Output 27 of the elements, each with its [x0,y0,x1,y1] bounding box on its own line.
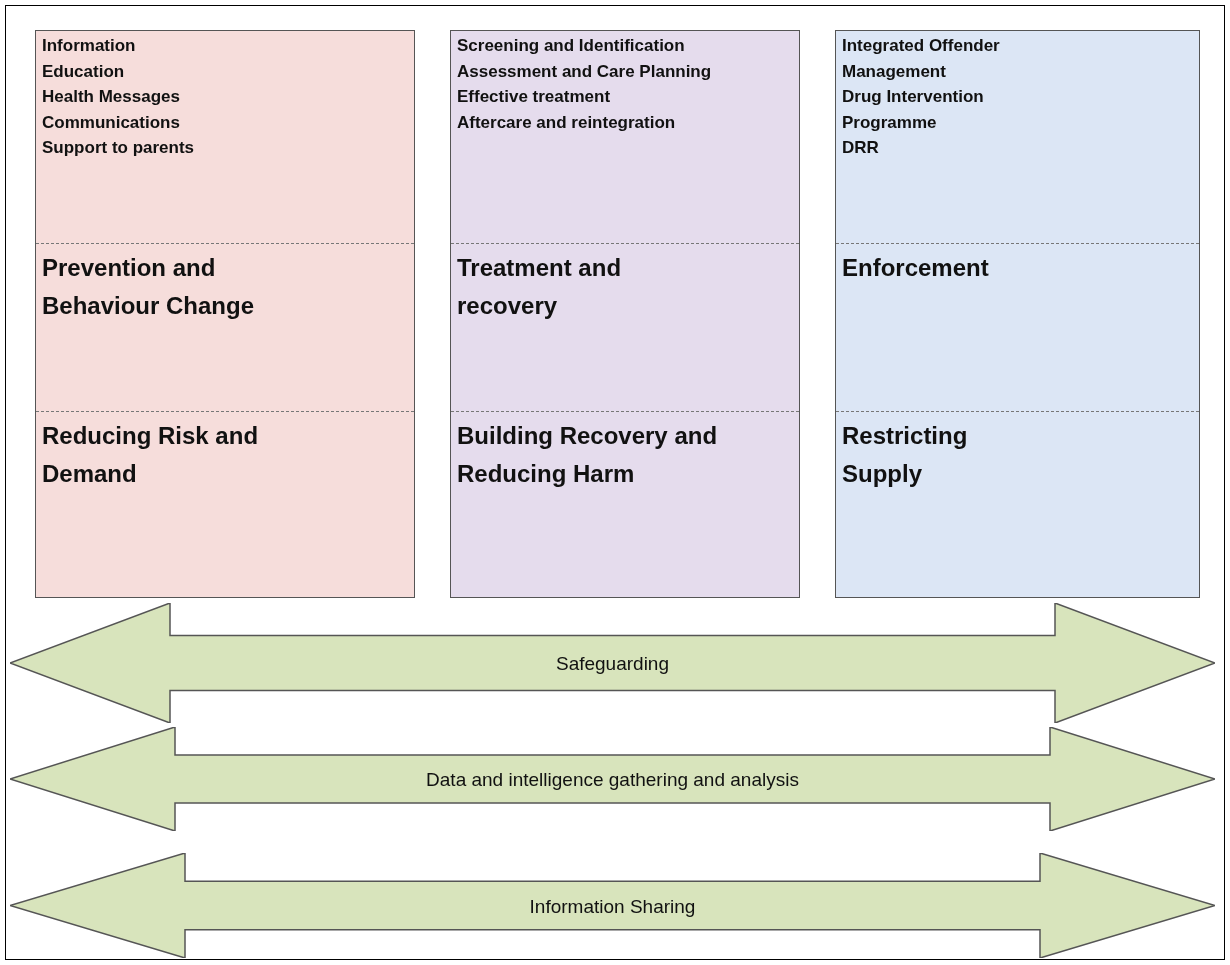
arrow-label: Information Sharing [528,895,697,918]
list-item: Education [42,60,125,83]
list-item: Drug Intervention Programme [842,86,985,134]
list-item: Information [42,35,136,57]
column-panel [835,30,1200,598]
section-heading: Prevention and Behaviour Change [42,253,256,321]
list-item: Assessment and Care Planning [457,60,712,83]
list-item: Screening and Identification [457,35,685,57]
arrow-label: Safeguarding [554,653,670,675]
list-item: Integrated Offender Management [842,35,1001,83]
two-way-banner [10,727,1215,831]
column-panel [35,30,415,598]
list-item: Support to parents [42,137,195,159]
section-heading: Enforcement [842,253,989,283]
arrow-label: Data and intelligence gathering and analysis [425,769,800,791]
list-item: Health Messages [42,86,180,108]
list-item: Communications [42,111,180,134]
column-panel [450,30,800,598]
two-way-banner [10,603,1215,723]
list-item: Effective treatment [457,86,611,108]
list-item: Aftercare and reintegration [457,111,676,134]
section-heading: Restricting Supply [842,421,969,489]
section-heading: Reducing Risk and Demand [42,421,260,489]
section-heading: Building Recovery and Reducing Harm [457,421,719,489]
section-heading: Treatment and recovery [457,253,623,321]
list-item: DRR [842,137,879,159]
two-way-banner [10,853,1215,958]
